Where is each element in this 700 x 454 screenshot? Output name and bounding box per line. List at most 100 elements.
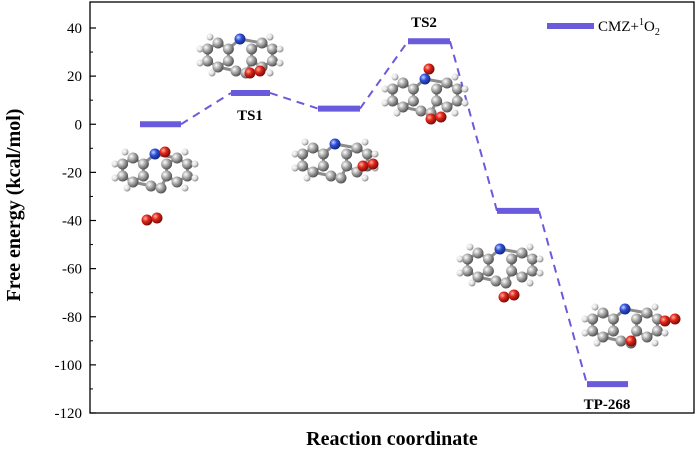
- y-tick-label: 0: [75, 117, 83, 133]
- atom-H: [536, 269, 544, 277]
- state-label-tp-268: TP-268: [584, 397, 631, 413]
- atom-H: [536, 255, 544, 263]
- atom-C: [387, 95, 399, 107]
- atom-H: [111, 174, 119, 182]
- connector-1: [180, 92, 232, 126]
- atom-H: [461, 85, 469, 93]
- atom-H: [456, 255, 464, 263]
- intermediate-2-structure: [456, 243, 544, 303]
- atom-C: [462, 253, 474, 265]
- atom-N: [234, 33, 246, 45]
- atom-O: [669, 313, 681, 325]
- atom-C: [161, 170, 173, 182]
- atom-C: [127, 152, 139, 164]
- legend: CMZ+1O2: [547, 17, 660, 38]
- atom-H: [451, 109, 459, 117]
- atom-C: [341, 160, 353, 172]
- atom-C: [451, 83, 463, 95]
- atom-H: [456, 269, 464, 277]
- atom-C: [155, 182, 167, 194]
- atom-C: [127, 176, 139, 188]
- atom-O: [425, 113, 437, 125]
- atom-C: [415, 105, 427, 117]
- atom-H: [451, 73, 459, 81]
- atom-C: [482, 253, 494, 265]
- atom-H: [276, 59, 284, 67]
- atom-H: [381, 85, 389, 93]
- atom-C: [325, 170, 337, 182]
- atom-H: [651, 339, 659, 347]
- atom-C: [137, 170, 149, 182]
- atom-H: [291, 150, 299, 158]
- atom-H: [468, 279, 476, 287]
- atom-C: [431, 95, 443, 107]
- intermediate-structure: [291, 138, 379, 184]
- atom-C: [651, 325, 663, 337]
- connector-3: [359, 40, 409, 110]
- atom-C: [335, 172, 347, 184]
- atom-C: [137, 158, 149, 170]
- y-tick-label: -60: [62, 262, 82, 278]
- atom-C: [607, 313, 619, 325]
- energy-connectors: [180, 40, 588, 385]
- atom-C: [202, 43, 214, 55]
- atom-C: [451, 95, 463, 107]
- atom-H: [196, 45, 204, 53]
- atom-H: [301, 138, 309, 146]
- atom-C: [202, 55, 214, 67]
- y-axis-title: Free energy (kcal/mol): [3, 109, 25, 302]
- atom-H: [593, 339, 601, 347]
- atom-H: [121, 148, 129, 156]
- atom-C: [472, 271, 484, 283]
- atom-H: [391, 73, 399, 81]
- atom-C: [462, 265, 474, 277]
- atom-H: [303, 174, 311, 182]
- atom-C: [266, 43, 278, 55]
- atom-C: [171, 152, 183, 164]
- atom-C: [212, 37, 224, 49]
- ts1-structure: [196, 33, 284, 79]
- atom-C: [181, 170, 193, 182]
- atom-C: [222, 43, 234, 55]
- atom-H: [276, 45, 284, 53]
- atom-C: [526, 253, 538, 265]
- atom-H: [123, 184, 131, 192]
- connector-4: [449, 40, 498, 212]
- state-label-ts2: TS2: [411, 15, 437, 31]
- atom-C: [117, 158, 129, 170]
- atom-C: [441, 101, 453, 113]
- atom-H: [393, 109, 401, 117]
- atom-O: [151, 212, 163, 224]
- atom-C: [246, 55, 258, 67]
- atom-H: [266, 33, 274, 41]
- y-tick-label: -40: [62, 214, 82, 230]
- atom-C: [431, 83, 443, 95]
- atom-N: [419, 73, 431, 85]
- atom-H: [661, 329, 669, 337]
- atom-C: [171, 176, 183, 188]
- atom-C: [161, 158, 173, 170]
- connector-2: [269, 92, 319, 110]
- atom-H: [191, 160, 199, 168]
- atom-C: [526, 265, 538, 277]
- atom-C: [117, 170, 129, 182]
- atom-O: [254, 65, 266, 77]
- atom-N: [619, 303, 631, 315]
- atom-C: [631, 313, 643, 325]
- atom-C: [506, 265, 518, 277]
- atom-H: [526, 279, 534, 287]
- atom-H: [361, 174, 369, 182]
- atom-C: [641, 331, 653, 343]
- cmz-o2-complex-structure: [111, 146, 199, 226]
- atom-C: [397, 77, 409, 89]
- atom-H: [581, 329, 589, 337]
- atom-C: [407, 83, 419, 95]
- atom-C: [597, 331, 609, 343]
- atom-C: [641, 307, 653, 319]
- atom-C: [500, 277, 512, 289]
- ts2-structure: [381, 63, 469, 125]
- atom-O: [498, 291, 510, 303]
- energy-levels: [140, 38, 628, 388]
- atom-H: [371, 150, 379, 158]
